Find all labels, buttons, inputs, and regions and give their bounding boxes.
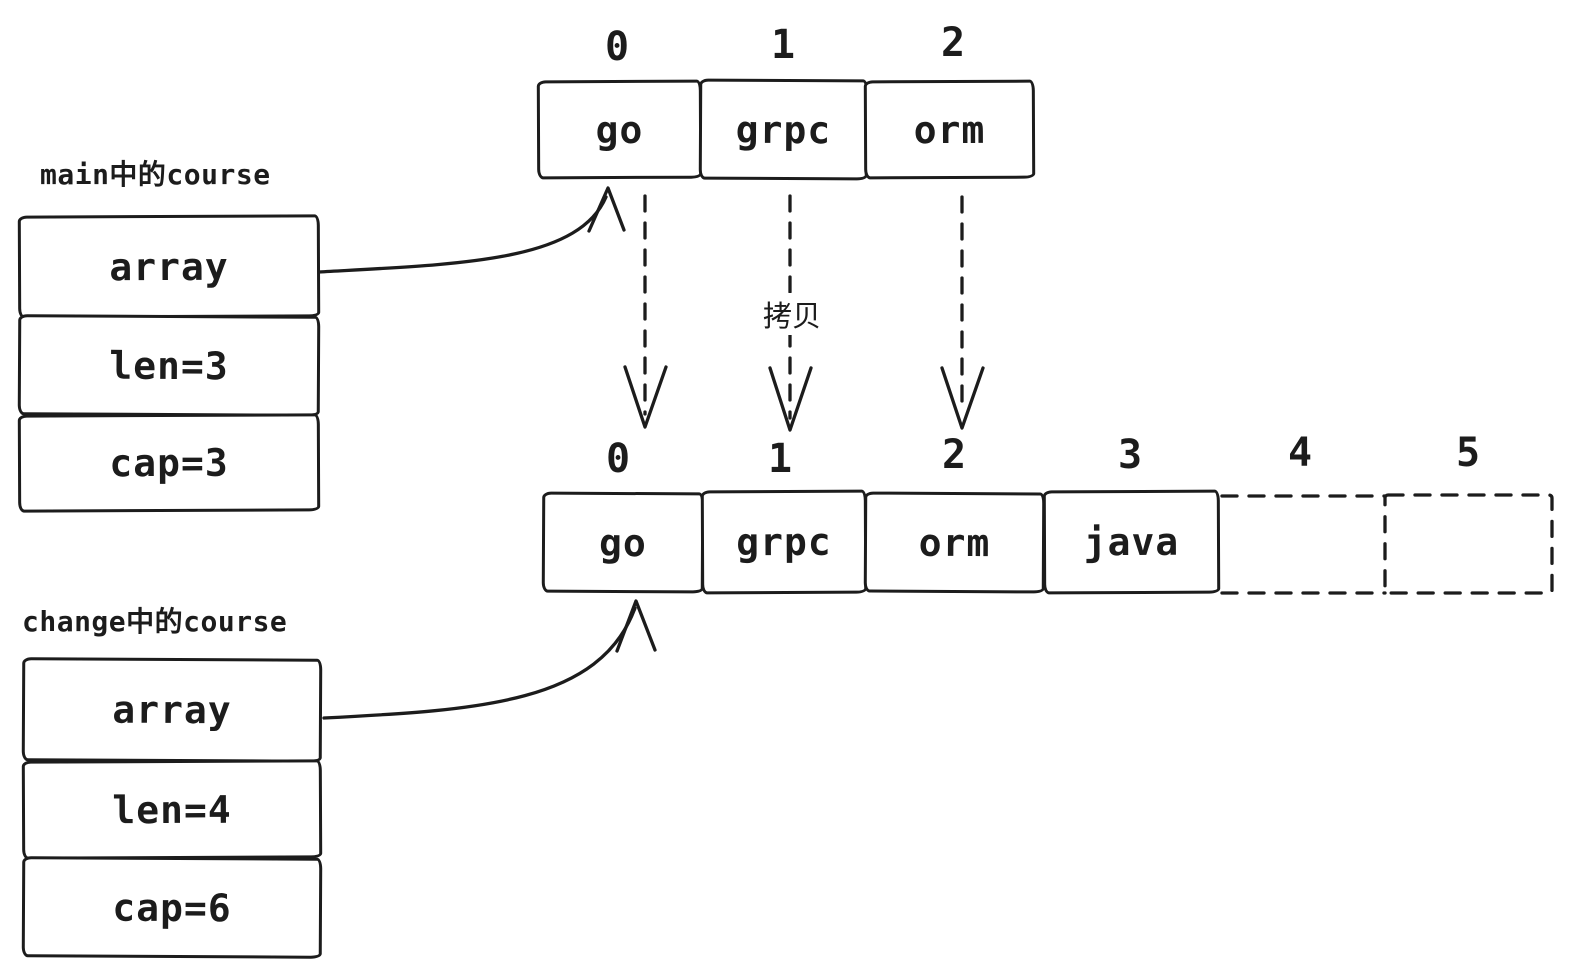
top-array-cell-0: go (536, 79, 703, 180)
bottom-array-cell-5 (1385, 495, 1552, 593)
struct-main-field-cap: cap=3 (17, 413, 321, 513)
bottom-array-cell-2: orm (863, 491, 1046, 594)
bottom-array-cell-1: grpc (700, 489, 868, 595)
bottom-array-index-0: 0 (605, 436, 631, 482)
empty-cell-5-outline (1383, 493, 1554, 595)
copy-arrow-2 (940, 195, 985, 430)
copy-arrow-0 (623, 194, 668, 429)
bottom-array-index-3: 3 (1117, 432, 1143, 478)
top-array-index-2: 2 (940, 20, 966, 66)
struct-main-field-array: array (17, 214, 321, 319)
struct-title-main: main中的course (40, 158, 271, 191)
bottom-array-index-1: 1 (767, 436, 793, 482)
bottom-array-index-4: 4 (1287, 430, 1313, 476)
struct-change-field-len: len=4 (21, 759, 323, 860)
pointer-arrow-main-array (317, 186, 626, 274)
bottom-array-cell-4 (1222, 495, 1385, 593)
bottom-array-index-2: 2 (941, 432, 967, 478)
top-array-index-1: 1 (770, 22, 796, 68)
struct-main-field-len: len=3 (17, 314, 321, 417)
top-array-index-0: 0 (604, 24, 630, 70)
empty-cell-4-outline (1220, 494, 1387, 595)
bottom-array-cell-0: go (541, 491, 705, 594)
copy-label: 拷贝 (757, 293, 828, 335)
bottom-array-index-5: 5 (1455, 430, 1481, 476)
struct-title-change: change中的course (22, 605, 288, 638)
top-array-cell-1: grpc (698, 78, 869, 181)
struct-change-field-cap: cap=6 (21, 856, 323, 959)
bottom-array-cell-3: java (1042, 489, 1221, 595)
struct-change-field-array: array (21, 657, 323, 763)
pointer-arrow-change-array (322, 599, 657, 720)
top-array-cell-2: orm (863, 79, 1036, 180)
